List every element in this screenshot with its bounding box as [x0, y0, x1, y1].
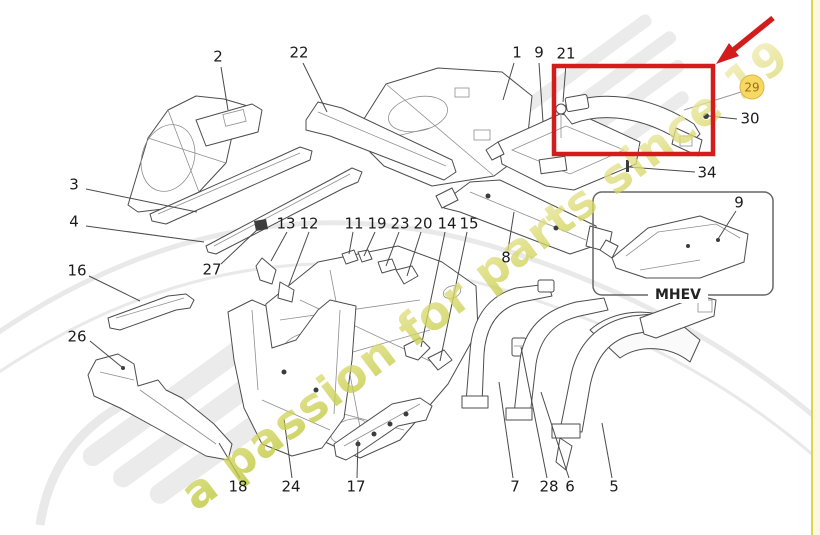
callout-24: 24 — [281, 477, 301, 496]
callout-17: 17 — [346, 477, 366, 496]
leader-line-14 — [420, 231, 446, 348]
callout-12: 12 — [299, 214, 319, 233]
callout-7: 7 — [510, 477, 520, 496]
callout-13: 13 — [276, 214, 296, 233]
page-edge-fill — [813, 0, 820, 535]
leader-line-8 — [507, 211, 515, 251]
leader-line-26 — [89, 340, 124, 369]
highlight-badge-29: 29 — [739, 74, 765, 100]
callout-14: 14 — [437, 214, 457, 233]
callout-30: 30 — [740, 109, 760, 128]
part-drawing-arch-7 — [461, 279, 555, 409]
part-drawing-rail-3 — [149, 146, 313, 225]
part-drawing-sill-16 — [107, 293, 195, 331]
mhev-inset-box — [592, 191, 774, 296]
leader-line-28 — [520, 346, 548, 479]
callout-5: 5 — [609, 477, 619, 496]
callout-28: 28 — [539, 477, 559, 496]
leader-line-18 — [218, 442, 241, 479]
leader-line-22 — [302, 62, 328, 113]
part-drawing-wheelhouse-2 — [127, 95, 263, 213]
callout-3: 3 — [69, 175, 79, 194]
callout-11: 11 — [344, 214, 364, 233]
callout-22: 22 — [289, 43, 309, 62]
leader-lines — [85, 62, 742, 479]
part-drawing-arch-6 — [505, 297, 609, 421]
callout-15: 15 — [459, 214, 479, 233]
highlight-arrow-icon — [716, 15, 775, 64]
callout-6: 6 — [565, 477, 575, 496]
leader-line-27 — [220, 228, 259, 265]
part-drawing-bumper-beam-21 — [555, 94, 709, 157]
leader-line-1 — [502, 62, 515, 101]
leader-line-6 — [540, 391, 570, 479]
callout-2: 2 — [213, 47, 223, 66]
leader-line-23 — [385, 231, 400, 267]
callout-19: 19 — [367, 214, 387, 233]
callout-1: 1 — [512, 43, 522, 62]
callout-4: 4 — [69, 212, 79, 231]
leader-line-20 — [406, 231, 422, 277]
page-edge-line — [811, 0, 813, 535]
callout-9: 9 — [734, 193, 744, 212]
callout-8: 8 — [501, 248, 511, 267]
leader-line-12 — [288, 231, 310, 286]
leader-line-5 — [601, 422, 613, 479]
part-drawing-rail-4 — [205, 167, 363, 255]
part-drawing-rear-panel-24 — [227, 299, 357, 457]
leader-line-9 — [538, 62, 544, 123]
leader-line-24 — [283, 418, 293, 479]
leader-line-7 — [498, 381, 514, 479]
leader-line-21 — [562, 63, 567, 103]
callout-16: 16 — [67, 261, 87, 280]
part-drawing-bracket-17 — [333, 397, 433, 461]
leader-line-3 — [85, 188, 198, 213]
callout-23: 23 — [390, 214, 410, 233]
highlight-box — [551, 63, 716, 157]
leader-line-34 — [628, 166, 696, 173]
leader-line-19 — [363, 231, 376, 257]
callout-21: 21 — [556, 44, 576, 63]
part-drawing-sill-18 — [87, 353, 233, 461]
leader-line-2 — [220, 66, 229, 111]
leader-line-17 — [356, 439, 359, 479]
part-drawing-wheelhouse-5 — [551, 295, 717, 471]
leader-line-15 — [439, 231, 468, 362]
part-drawing-crossmember-22 — [305, 101, 457, 181]
callout-20: 20 — [413, 214, 433, 233]
callout-27: 27 — [202, 260, 222, 279]
part-drawings — [87, 67, 774, 471]
callout-18: 18 — [228, 477, 248, 496]
leader-line-9 — [717, 210, 737, 240]
leader-line-13 — [270, 231, 288, 262]
callout-26: 26 — [67, 327, 87, 346]
callout-34: 34 — [697, 163, 717, 182]
leader-line-11 — [348, 231, 354, 255]
callout-9: 9 — [534, 43, 544, 62]
mhev-inset-label: MHEV — [648, 287, 708, 304]
leader-line-16 — [88, 275, 141, 302]
leader-line-4 — [85, 225, 205, 243]
